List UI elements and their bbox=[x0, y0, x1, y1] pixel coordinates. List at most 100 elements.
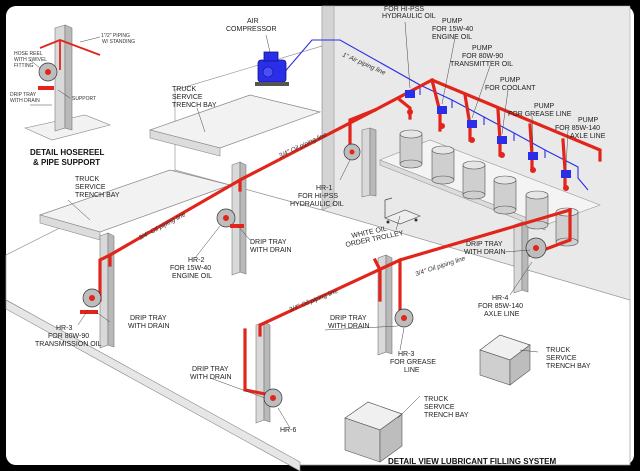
label-hr3-grease-1: HR-3 bbox=[398, 351, 414, 358]
label-pump-hipss-1: FOR HI-PSS bbox=[384, 6, 424, 13]
label-pump-grease-2: FOR GREASE LINE bbox=[508, 111, 572, 118]
reel-hr1 bbox=[343, 143, 361, 161]
detail-note-standing: W/ STANDING bbox=[102, 39, 135, 45]
label-drip3-2: WITH DRAIN bbox=[328, 323, 370, 330]
label-pump-80w90-1: PUMP bbox=[472, 45, 493, 52]
label-hr3-grease-2: FOR GREASE bbox=[390, 359, 436, 366]
label-drip4-1: DRIP TRAY bbox=[466, 241, 503, 248]
detail-note-drain: WITH DRAIN bbox=[10, 98, 40, 104]
trench-pit-bottom bbox=[344, 401, 403, 463]
post-5 bbox=[255, 321, 271, 424]
label-truck-bay-right-3: TRENCH BAY bbox=[546, 363, 591, 370]
label-hr1-3: HYDRAULIC OIL bbox=[290, 201, 344, 208]
label-pump-80w90-2: FOR 80W-90 bbox=[462, 53, 503, 60]
label-hr4-2: FOR 85W-140 bbox=[478, 303, 523, 310]
label-hr6: HR-6 bbox=[280, 427, 296, 434]
label-truck-bay-bottom-2: SERVICE bbox=[424, 404, 455, 411]
drum-2 bbox=[431, 145, 455, 185]
reel-hr3-left bbox=[80, 288, 102, 314]
pump-6 bbox=[561, 170, 571, 191]
post-3 bbox=[99, 232, 115, 349]
air-pipe bbox=[281, 39, 589, 191]
floor-thickness bbox=[5, 299, 301, 471]
label-hr3-left-2: FOR 80W-90 bbox=[48, 333, 89, 340]
label-truck-bay-right-2: SERVICE bbox=[546, 355, 577, 362]
leaders bbox=[67, 21, 569, 429]
trench-bay-top-edge bbox=[149, 129, 221, 157]
label-pump-80w90-3: TRANSMITTER OIL bbox=[450, 61, 513, 68]
reel-hr4 bbox=[525, 237, 547, 259]
label-pump-15w40-1: PUMP bbox=[442, 18, 463, 25]
pump-3 bbox=[467, 120, 477, 143]
back-wall-edge bbox=[321, 5, 335, 211]
pumps bbox=[405, 90, 571, 191]
label-hr3-left-1: HR-3 bbox=[56, 325, 72, 332]
oil-trolley bbox=[384, 197, 421, 225]
label-drip3-1: DRIP TRAY bbox=[330, 315, 367, 322]
detail-note-driptray: DRIP TRAY bbox=[10, 92, 37, 98]
label-pump-85w140-3: AXLE LINE bbox=[570, 133, 606, 140]
label-truck-bay-top-1: TRUCK bbox=[172, 86, 196, 93]
label-pump-15w40-3: ENGINE OIL bbox=[432, 34, 472, 41]
label-hr3-grease-3: LINE bbox=[404, 367, 420, 374]
reel-hr3-grease bbox=[394, 308, 414, 328]
label-pump-coolant-1: PUMP bbox=[500, 77, 521, 84]
label-truck-bay-left-3: TRENCH BAY bbox=[75, 192, 120, 199]
label-pump-coolant-2: FOR COOLANT bbox=[485, 85, 536, 92]
label-pump-85w140-2: FOR 85W-140 bbox=[555, 125, 600, 132]
trench-pit-right bbox=[479, 334, 531, 386]
label-pump-hipss-2: HYDRAULIC OIL bbox=[382, 13, 436, 20]
detail-title-1: DETAIL HOSEREEL bbox=[30, 148, 104, 157]
drum-3 bbox=[462, 160, 486, 200]
label-drip4-2: WITH DRAIN bbox=[464, 249, 506, 256]
label-hr1-1: HR-1 bbox=[316, 185, 332, 192]
drum-4 bbox=[493, 175, 517, 215]
label-hr2-2: FOR 15W-40 bbox=[170, 265, 211, 272]
label-air-compressor-2: COMPRESSOR bbox=[226, 26, 277, 33]
label-pump-grease-1: PUMP bbox=[534, 103, 555, 110]
detail-note-piping: 1"/2" PIPING bbox=[101, 33, 130, 39]
pump-5 bbox=[528, 152, 538, 173]
drum-1 bbox=[399, 129, 423, 169]
pump-4 bbox=[497, 136, 507, 158]
label-drip5-1: DRIP TRAY bbox=[192, 366, 229, 373]
label-hr4-1: HR-4 bbox=[492, 295, 508, 302]
detail-note-swivel: WITH SWIVEL bbox=[14, 57, 47, 63]
pump-1 bbox=[405, 90, 415, 115]
label-truck-bay-right-1: TRUCK bbox=[546, 347, 570, 354]
label-pump-15w40-2: FOR 15W-40 bbox=[432, 26, 473, 33]
label-pump-85w140-1: PUMP bbox=[578, 117, 599, 124]
hose-reels bbox=[80, 143, 547, 408]
label-truck-bay-top-3: TRENCH BAY bbox=[172, 102, 217, 109]
label-hr1-2: FOR HI-PSS bbox=[298, 193, 338, 200]
label-drip5-2: WITH DRAIN bbox=[190, 374, 232, 381]
detail-hosereel-panel bbox=[24, 24, 111, 141]
detail-note-support: SUPPORT bbox=[72, 96, 96, 102]
label-hr4-3: AXLE LINE bbox=[484, 311, 520, 318]
label-truck-bay-bottom-1: TRUCK bbox=[424, 396, 448, 403]
label-hr2-1: HR-2 bbox=[188, 257, 204, 264]
post-1 bbox=[361, 127, 377, 198]
diagram-title: DETAIL VIEW LUBRICANT FILLING SYSTEM bbox=[388, 457, 556, 466]
label-drip1-1: DRIP TRAY bbox=[250, 239, 287, 246]
label-truck-bay-left-2: SERVICE bbox=[75, 184, 106, 191]
label-truck-bay-left-1: TRUCK bbox=[75, 176, 99, 183]
detail-note-hosereel: HOSE REEL bbox=[14, 51, 43, 57]
label-air-compressor-1: AIR bbox=[247, 18, 259, 25]
label-truck-bay-bottom-3: TRENCH BAY bbox=[424, 412, 469, 419]
label-drip2-2: WITH DRAIN bbox=[128, 323, 170, 330]
label-hr3-left-3: TRANSMISSION OIL bbox=[35, 341, 102, 348]
pump-2 bbox=[437, 106, 447, 129]
detail-title-2: & PIPE SUPPORT bbox=[33, 158, 100, 167]
air-compressor bbox=[255, 51, 289, 86]
label-drip2-1: DRIP TRAY bbox=[130, 315, 167, 322]
label-truck-bay-top-2: SERVICE bbox=[172, 94, 203, 101]
label-drip1-2: WITH DRAIN bbox=[250, 247, 292, 254]
post-6 bbox=[513, 221, 529, 294]
detail-note-fitting: FITTING bbox=[14, 63, 34, 69]
reel-hr2 bbox=[216, 208, 244, 228]
reel-hr6 bbox=[263, 388, 283, 408]
label-hr2-3: ENGINE OIL bbox=[172, 273, 212, 280]
